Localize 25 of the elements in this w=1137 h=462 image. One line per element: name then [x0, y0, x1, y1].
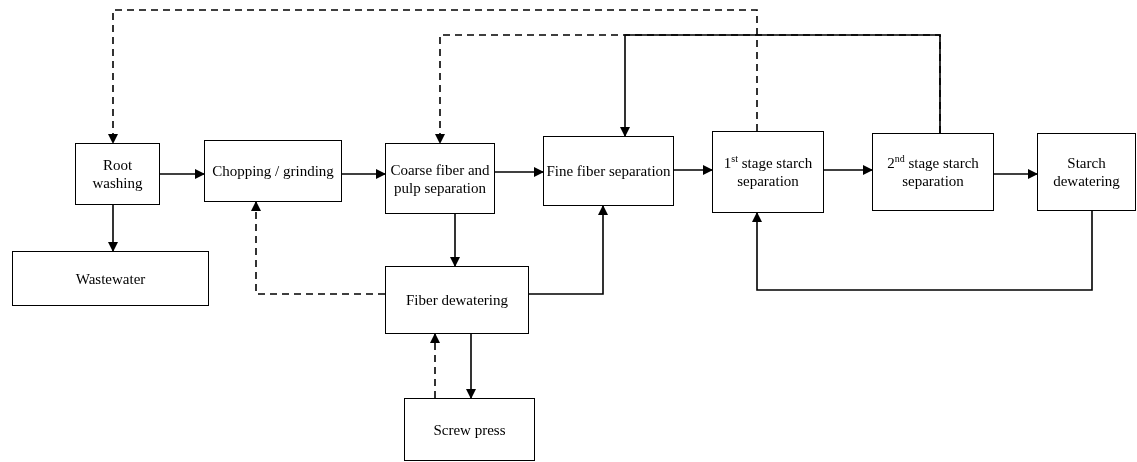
dashed-arrow: [108, 9, 758, 144]
process-box: 1$^{st}$ stage starch separation: [712, 131, 824, 213]
process-box: 2$^{nd}$ stage starch separation: [872, 133, 994, 211]
process-box: Fine fiber separation: [543, 136, 674, 206]
arrow: [159, 169, 205, 179]
arrow: [752, 210, 1093, 291]
dashed-arrow: [430, 333, 440, 399]
arrow: [466, 333, 476, 399]
arrow: [341, 169, 386, 179]
process-box: Root washing: [75, 143, 160, 205]
process-box: Wastewater: [12, 251, 209, 306]
arrow: [673, 165, 713, 175]
process-box: Screw press: [404, 398, 535, 461]
process-box: Chopping / grinding: [204, 140, 342, 202]
arrow: [494, 167, 544, 177]
process-box: Starch dewatering: [1037, 133, 1136, 211]
dashed-arrow: [251, 201, 386, 295]
arrow: [108, 204, 118, 252]
process-box: Fiber dewatering: [385, 266, 529, 334]
process-box: Coarse fiber and pulp separation: [385, 143, 495, 214]
arrow: [620, 34, 941, 137]
arrow: [993, 169, 1038, 179]
arrow: [450, 213, 460, 267]
arrow: [528, 205, 608, 295]
arrow: [823, 165, 873, 175]
